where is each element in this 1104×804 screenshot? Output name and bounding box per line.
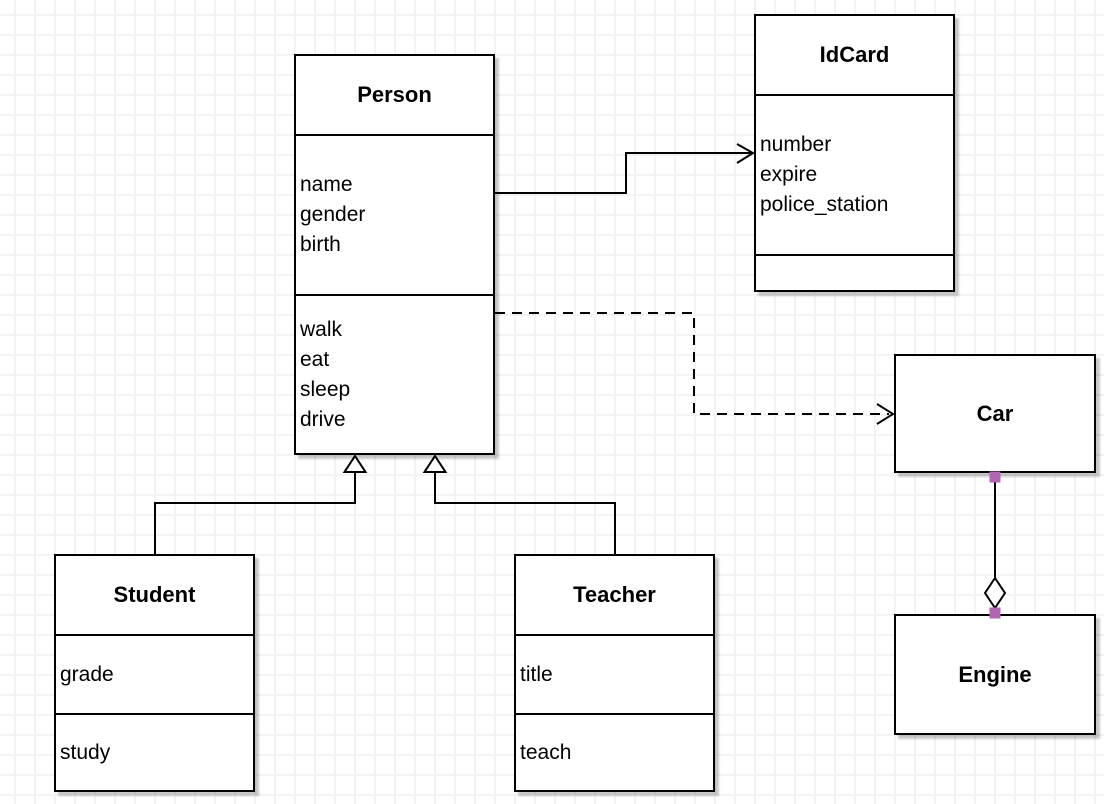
attribute: title — [520, 662, 553, 686]
attribute: number — [760, 133, 832, 156]
attribute: expire — [760, 163, 818, 186]
generalization-student-person[interactable] — [154, 454, 368, 554]
hollow-diamond-icon — [983, 576, 1007, 610]
class-car[interactable]: Car — [894, 354, 1096, 473]
class-title: Student — [113, 582, 196, 607]
hollow-triangle-arrowhead-icon — [422, 454, 448, 473]
dependency-person-car[interactable] — [495, 312, 895, 425]
methods-section: walk eat sleep drive — [296, 294, 493, 453]
attributes-section: grade — [56, 634, 253, 713]
open-arrowhead-icon — [876, 403, 895, 425]
generalization-teacher-person[interactable] — [422, 454, 616, 554]
method: drive — [300, 407, 346, 431]
aggregation-car-engine[interactable] — [983, 471, 1007, 619]
class-title: Person — [357, 82, 432, 107]
class-student[interactable]: Student grade study — [54, 554, 255, 792]
class-engine[interactable]: Engine — [894, 614, 1096, 735]
method: sleep — [300, 377, 351, 401]
methods-section: teach — [516, 713, 713, 790]
class-person[interactable]: Person name gender birth walk eat sleep … — [294, 54, 495, 455]
attributes-section: number expire police_station — [756, 94, 953, 254]
method: eat — [300, 347, 330, 371]
class-title: Car — [976, 400, 1014, 426]
hollow-triangle-arrowhead-icon — [342, 454, 368, 473]
attribute: police_station — [760, 193, 889, 216]
method: teach — [520, 740, 572, 764]
connection-endpoint-marker[interactable] — [989, 471, 1001, 483]
attribute: name — [300, 173, 353, 196]
attribute: grade — [60, 662, 114, 686]
method: walk — [300, 317, 343, 341]
class-idcard[interactable]: IdCard number expire police_station — [754, 14, 955, 292]
class-title: Teacher — [573, 582, 656, 607]
attribute: gender — [300, 203, 366, 226]
class-title: Engine — [958, 661, 1032, 687]
association-person-idcard[interactable] — [495, 143, 755, 194]
class-title: IdCard — [819, 42, 890, 67]
methods-section-empty — [756, 254, 953, 290]
open-arrowhead-icon — [736, 143, 755, 164]
methods-section: study — [56, 713, 253, 790]
method: study — [60, 740, 111, 764]
attribute: birth — [300, 233, 341, 256]
attributes-section: name gender birth — [296, 134, 493, 294]
class-teacher[interactable]: Teacher title teach — [514, 554, 715, 792]
attributes-section: title — [516, 634, 713, 713]
